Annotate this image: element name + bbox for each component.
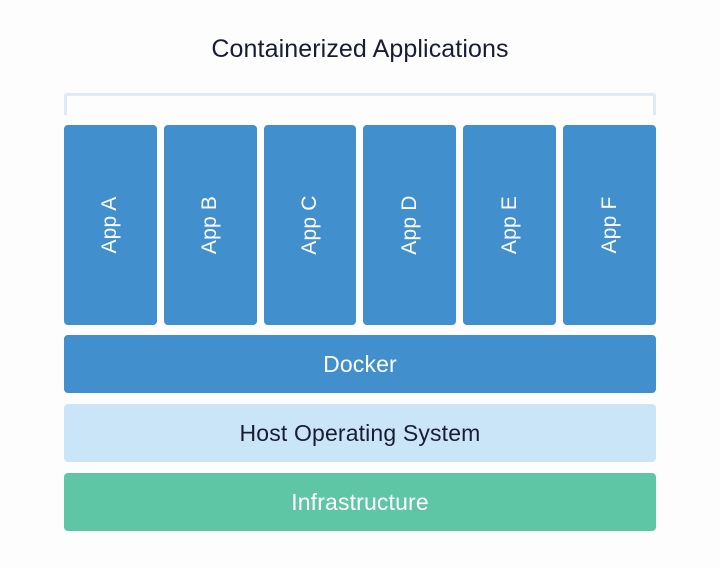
layer-infrastructure-label: Infrastructure [291, 488, 429, 515]
app-box-d: App D [363, 125, 457, 325]
app-box-c-label: App C [298, 195, 322, 255]
app-box-d-label: App D [397, 195, 421, 255]
app-box-e-label: App E [497, 195, 521, 255]
layer-docker: Docker [64, 335, 656, 393]
layer-infrastructure: Infrastructure [64, 473, 656, 531]
containerized-applications-bracket [64, 93, 656, 115]
app-box-a-label: App A [98, 196, 122, 254]
app-box-f-label: App F [597, 196, 621, 254]
diagram-title: Containerized Applications [211, 35, 509, 63]
app-box-c: App C [263, 125, 357, 325]
layer-host-operating-system-label: Host Operating System [239, 419, 481, 446]
app-box-b-label: App B [198, 195, 222, 255]
app-box-f: App F [563, 125, 656, 325]
app-box-e: App E [463, 125, 557, 325]
app-box-b: App B [163, 125, 257, 325]
layer-host-operating-system: Host Operating System [64, 404, 656, 462]
app-container-row: App A App B App C App D App E App F [64, 125, 656, 325]
app-box-a: App A [64, 125, 157, 325]
layer-docker-label: Docker [323, 350, 397, 377]
